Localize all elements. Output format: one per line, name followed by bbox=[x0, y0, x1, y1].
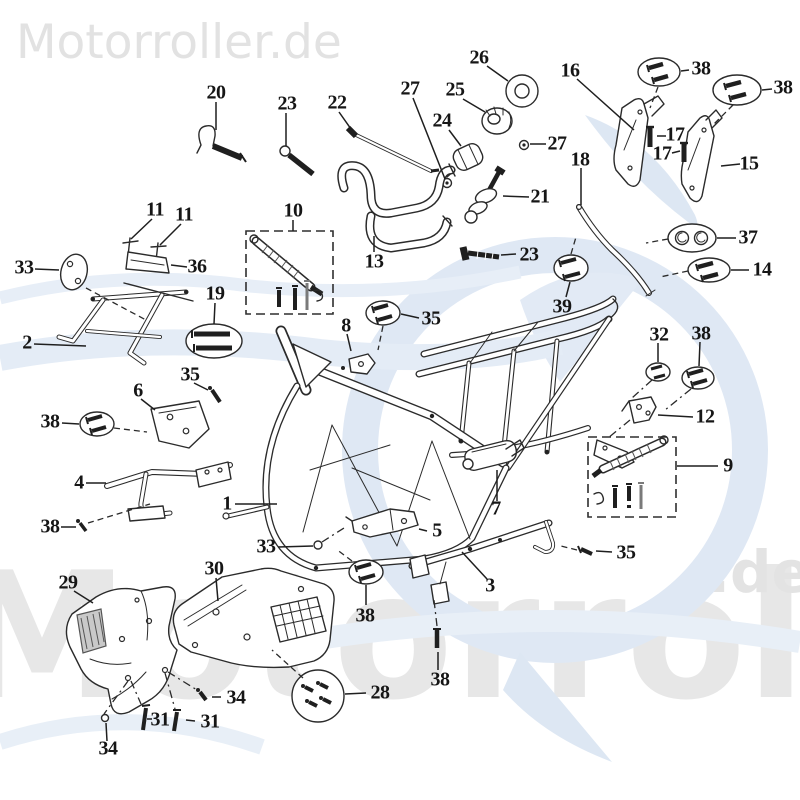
part-30-floor-panel-drawing bbox=[172, 567, 335, 669]
part-35-callout-drawing bbox=[365, 300, 401, 326]
part-3-rail-drawing bbox=[408, 519, 556, 605]
part-4-support-drawing bbox=[104, 461, 233, 522]
part-32-callout-drawing bbox=[645, 362, 671, 382]
part-2-stand-drawing bbox=[56, 282, 194, 366]
part-15-bracket-drawing bbox=[680, 109, 723, 203]
part-14-callout-drawing bbox=[687, 257, 731, 283]
part-23-bolt-mid-drawing bbox=[459, 246, 500, 261]
part-9-kit-box-drawing bbox=[587, 435, 677, 518]
part-27-nut-mid-drawing bbox=[518, 139, 530, 151]
part-33-oval-plate-drawing bbox=[59, 253, 89, 291]
part-28-screw-kit-drawing bbox=[291, 669, 345, 723]
part-8-bracket-drawing bbox=[341, 353, 376, 375]
part-22-rod-drawing bbox=[345, 125, 440, 173]
part-12-bracket-drawing bbox=[621, 396, 657, 424]
part-19-callout-drawing bbox=[185, 323, 243, 359]
part-38-callout-top1-drawing bbox=[637, 57, 681, 87]
part-38-callout-left-drawing bbox=[79, 411, 115, 437]
dashed-connector-lines bbox=[85, 86, 734, 715]
part-18-stay-drawing bbox=[575, 204, 656, 297]
part-20-hook-drawing bbox=[196, 125, 247, 163]
part-36-plate-drawing bbox=[125, 251, 170, 274]
part-37-callout-drawing bbox=[667, 223, 717, 253]
part-21-bolt-assembly-drawing bbox=[464, 165, 506, 224]
part-7-bracket-drawing bbox=[462, 439, 525, 472]
bottom-screws-drawing bbox=[76, 386, 593, 732]
part-25-bushing-drawing bbox=[481, 106, 513, 135]
watermark-top-text: Motorroller.de bbox=[16, 15, 342, 70]
leader-lines bbox=[33, 65, 773, 742]
part-17-bolts-drawing bbox=[646, 125, 688, 162]
part-26-washer-drawing bbox=[505, 74, 539, 108]
part-39-callout-drawing bbox=[553, 254, 589, 282]
part-10-kit-box-drawing bbox=[245, 230, 334, 315]
part-38-callout-bottom-drawing bbox=[348, 559, 384, 585]
part-38-callout-top2-drawing bbox=[712, 74, 762, 106]
part-38-callout-right-drawing bbox=[681, 366, 715, 390]
part-5-bracket-drawing bbox=[345, 508, 419, 538]
part-23-bolt-top-drawing bbox=[279, 145, 315, 177]
part-29-floor-panel-drawing bbox=[65, 586, 178, 715]
part-13-bracket-drawing bbox=[337, 161, 456, 253]
part-6-gusset-drawing bbox=[150, 400, 210, 449]
